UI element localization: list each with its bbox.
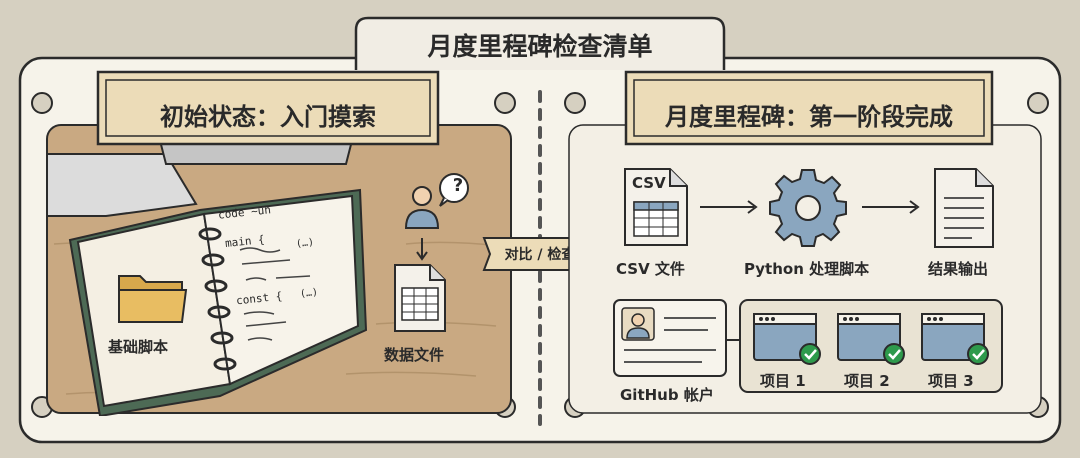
connector [726,339,740,341]
csv-file-icon [624,168,688,246]
output-label: 结果输出 [928,260,989,278]
question-mark: ? [452,175,464,196]
arrow-right-icon-2 [862,200,920,214]
code-snippet-2: (…) [299,287,319,300]
folder-label: 基础脚本 [108,338,169,356]
title-tab [354,16,726,70]
project-3-label: 项目 3 [928,372,974,390]
csv-file-label: CSV 文件 [616,260,685,278]
data-file-label: 数据文件 [384,346,445,364]
data-file-icon [394,264,446,332]
gear-icon [769,169,847,247]
right-header-label: 月度里程碑：第一阶段完成 [665,103,953,131]
arrow-right-icon [700,200,758,214]
project-window-1 [753,313,821,365]
down-arrow-icon [416,238,428,261]
github-label: GitHub 帐户 [620,386,714,404]
github-account-card [613,299,727,377]
notebook [68,188,368,416]
project-2-label: 项目 2 [844,372,890,390]
folder-icon [118,275,188,323]
project-window-3 [921,313,989,365]
script-label: Python 处理脚本 [744,260,870,278]
compare-label: 对比 / 检查 [504,247,576,263]
left-header-banner [96,70,440,146]
project-1-label: 项目 1 [760,372,806,390]
left-header-label: 初始状态：入门摸索 [160,103,376,131]
document-icon [934,168,994,248]
csv-badge: CSV [632,174,666,192]
code-snippet-1: (…) [295,237,315,250]
page-title: 月度里程碑检查清单 [427,32,653,61]
right-header-banner [624,70,994,146]
project-window-2 [837,313,905,365]
confused-person-icon [404,173,469,229]
